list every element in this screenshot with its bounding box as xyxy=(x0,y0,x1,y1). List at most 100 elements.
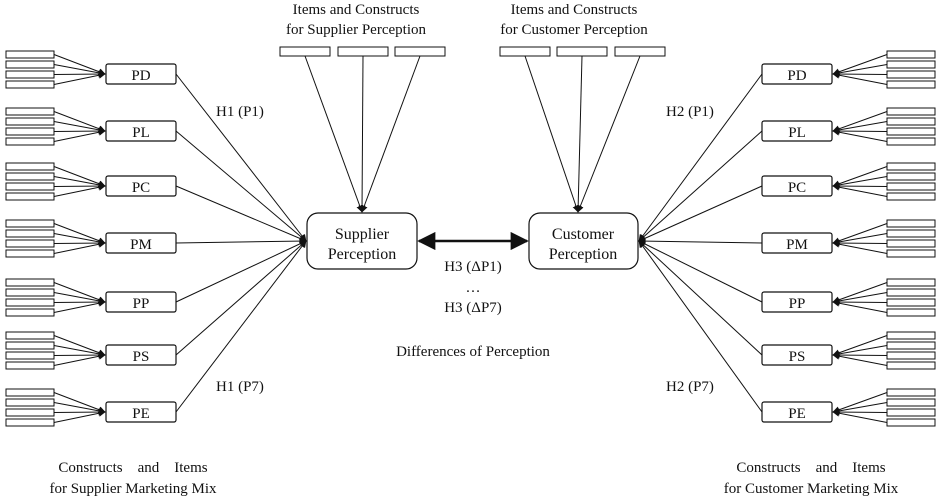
h2-top-label: H2 (P1) xyxy=(666,104,714,120)
item-line-right-5-0 xyxy=(832,335,888,357)
construct-box-pm-right xyxy=(761,232,833,254)
construct-to-customer-line-0 xyxy=(638,73,763,242)
item-line-left-0-1 xyxy=(53,64,106,77)
construct-to-customer-line-5 xyxy=(638,240,763,356)
item-line-left-4-0 xyxy=(53,282,106,304)
item-line-right-5-2 xyxy=(832,351,888,359)
item-box-left-3-3 xyxy=(5,249,55,258)
construct-to-customer-line-1 xyxy=(638,130,763,242)
item-box-right-1-1 xyxy=(886,117,936,126)
construct-label-pp-left: PP xyxy=(133,296,150,312)
item-box-right-6-2 xyxy=(886,408,936,417)
item-box-left-6-3 xyxy=(5,418,55,427)
item-box-right-5-1 xyxy=(886,341,936,350)
construct-label-pp-right: PP xyxy=(789,296,806,312)
item-box-right-3-0 xyxy=(886,219,936,228)
perception-item-customer-line-2 xyxy=(577,55,641,213)
construct-box-ps-left xyxy=(105,344,177,366)
supplier-marketing-mix-label-line-2: for Supplier Marketing Mix xyxy=(49,481,217,497)
item-line-left-5-3 xyxy=(53,352,106,366)
item-line-right-0-2 xyxy=(832,70,888,78)
item-line-right-4-3 xyxy=(832,299,888,313)
item-box-left-0-3 xyxy=(5,80,55,89)
item-box-left-3-0 xyxy=(5,219,55,228)
construct-box-pc-left xyxy=(105,175,177,197)
supplier-marketing-mix-constructs: PD PL PC PM PP PS PE xyxy=(105,63,177,423)
item-box-right-0-2 xyxy=(886,70,936,79)
h3-last-label: H3 (ΔP7) xyxy=(444,300,502,316)
item-line-left-3-0 xyxy=(53,223,106,245)
item-box-right-2-0 xyxy=(886,162,936,171)
supplier-perception-node xyxy=(306,212,418,270)
item-box-left-1-1 xyxy=(5,117,55,126)
customer-marketing-mix-label-line-2: for Customer Marketing Mix xyxy=(724,481,899,497)
construct-box-pp-left xyxy=(105,291,177,313)
item-line-left-0-2 xyxy=(53,70,106,78)
h1-bottom-label: H1 (P7) xyxy=(216,379,264,395)
item-line-right-6-1 xyxy=(832,402,888,415)
item-line-left-4-1 xyxy=(53,292,106,305)
item-line-right-6-3 xyxy=(832,409,888,423)
item-line-right-6-0 xyxy=(832,392,888,414)
item-box-right-1-3 xyxy=(886,137,936,146)
customer-perception-line-1: Customer xyxy=(552,226,615,243)
perception-item-customer-line-0 xyxy=(524,55,580,213)
perception-item-supplier-line-1 xyxy=(358,55,366,213)
item-line-right-1-0 xyxy=(832,111,888,133)
item-line-left-5-2 xyxy=(53,351,106,359)
item-box-right-4-3 xyxy=(886,308,936,317)
item-line-right-2-3 xyxy=(832,183,888,197)
item-line-right-3-3 xyxy=(832,240,888,254)
supplier-perception-line-1: Supplier xyxy=(335,226,390,243)
construct-to-supplier-line-1 xyxy=(175,130,307,242)
item-box-right-3-2 xyxy=(886,239,936,248)
construct-to-supplier-line-4 xyxy=(175,240,307,303)
customer-marketing-mix-constructs: PD PL PC PM PP PS PE xyxy=(761,63,833,423)
item-line-left-4-3 xyxy=(53,299,106,313)
item-box-left-3-1 xyxy=(5,229,55,238)
construct-label-pd-left: PD xyxy=(131,68,150,84)
item-box-left-2-1 xyxy=(5,172,55,181)
customer-perception-node xyxy=(528,212,639,270)
item-box-right-2-3 xyxy=(886,192,936,201)
item-line-right-2-0 xyxy=(832,166,888,188)
perception-item-supplier-2 xyxy=(394,46,446,57)
construct-box-pd-left xyxy=(105,63,177,85)
item-line-right-4-0 xyxy=(832,282,888,304)
item-line-right-0-3 xyxy=(832,71,888,85)
construct-to-supplier-line-5 xyxy=(175,240,307,356)
item-box-right-0-3 xyxy=(886,80,936,89)
item-indicator-boxes xyxy=(5,46,936,427)
construct-to-customer-line-4 xyxy=(638,240,763,303)
supplier-items-label-line-2: for Supplier Perception xyxy=(286,22,426,38)
construct-to-supplier-line-0 xyxy=(175,73,307,242)
construct-to-customer-line-6 xyxy=(638,240,763,413)
item-box-left-2-2 xyxy=(5,182,55,191)
item-box-right-3-1 xyxy=(886,229,936,238)
item-box-right-0-0 xyxy=(886,50,936,59)
construct-label-pl-left: PL xyxy=(132,125,150,141)
item-line-left-2-1 xyxy=(53,176,106,189)
item-box-right-4-2 xyxy=(886,298,936,307)
perception-item-supplier-0 xyxy=(279,46,331,57)
construct-box-pe-right xyxy=(761,401,833,423)
item-box-left-0-0 xyxy=(5,50,55,59)
perception-item-supplier-line-2 xyxy=(360,55,421,213)
construct-label-pd-right: PD xyxy=(787,68,806,84)
item-box-right-4-1 xyxy=(886,288,936,297)
item-line-right-1-3 xyxy=(832,128,888,142)
item-box-right-5-2 xyxy=(886,351,936,360)
construct-box-pl-left xyxy=(105,120,177,142)
construct-label-pe-right: PE xyxy=(788,406,806,422)
item-line-left-2-2 xyxy=(53,182,106,190)
perception-item-customer-2 xyxy=(614,46,666,57)
item-box-right-3-3 xyxy=(886,249,936,258)
item-box-right-5-0 xyxy=(886,331,936,340)
construct-to-customer-line-2 xyxy=(638,185,763,242)
construct-box-ps-right xyxy=(761,344,833,366)
construct-label-ps-left: PS xyxy=(133,349,150,365)
item-line-left-1-2 xyxy=(53,127,106,135)
item-box-left-5-3 xyxy=(5,361,55,370)
item-box-right-5-3 xyxy=(886,361,936,370)
